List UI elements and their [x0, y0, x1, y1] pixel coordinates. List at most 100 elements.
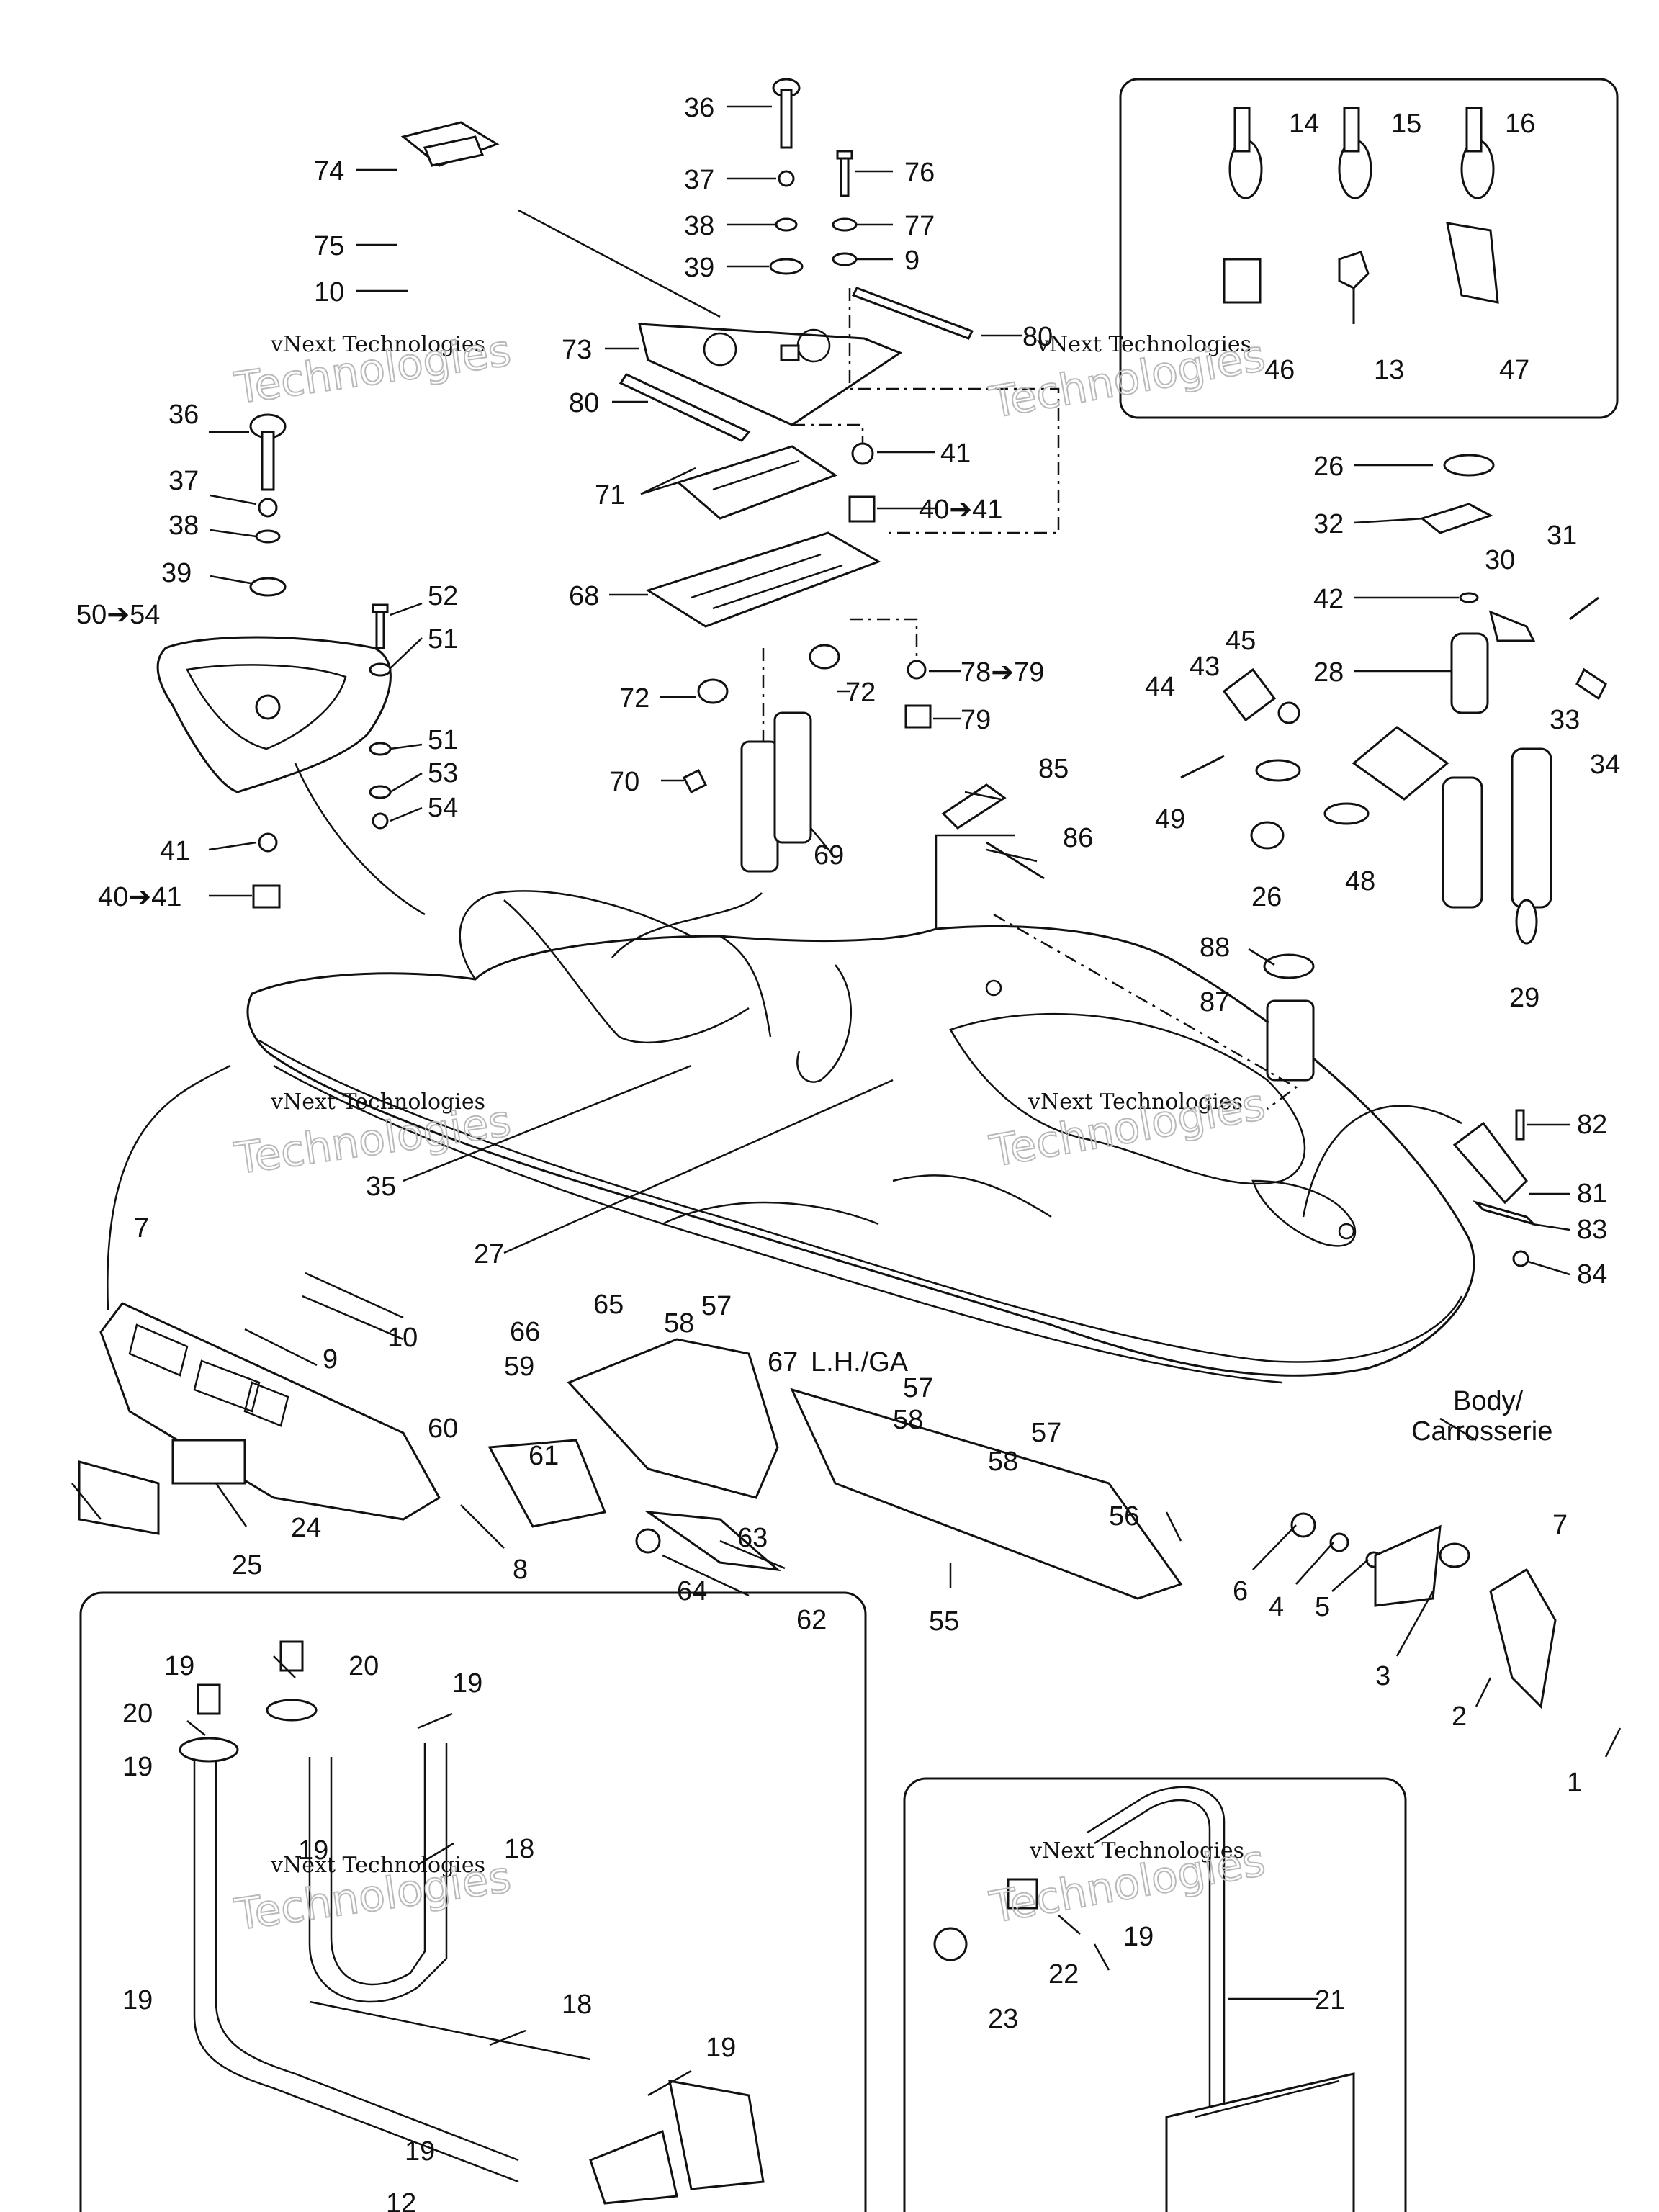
callout: 82	[1577, 1110, 1607, 1140]
callout: 19	[452, 1668, 482, 1699]
callout: 83	[1577, 1215, 1607, 1245]
callout: 24	[291, 1513, 321, 1543]
callout: 47	[1499, 355, 1529, 385]
body-label-line2: Carrosserie	[1411, 1416, 1552, 1447]
callout: 57	[1031, 1418, 1061, 1448]
callout: 19	[122, 1752, 153, 1782]
callout: 18	[504, 1834, 534, 1864]
callout: 6	[1233, 1576, 1248, 1606]
callout: 43	[1190, 652, 1220, 682]
callout: 19	[164, 1651, 194, 1681]
watermark-text: vNext Technologies	[270, 1089, 485, 1115]
callout: 32	[1313, 509, 1344, 539]
battery-vent-tube	[933, 1786, 1355, 2212]
callout: 73	[562, 335, 592, 365]
nut-41-top	[848, 442, 932, 729]
callout: 10	[387, 1323, 418, 1353]
bolt-36-left	[249, 413, 287, 909]
callout: 54	[428, 793, 458, 823]
callout: 38	[168, 511, 199, 541]
watermark-text: vNext Technologies	[270, 1853, 485, 1878]
callout: 72	[845, 678, 876, 708]
callout: 13	[1374, 355, 1404, 385]
callout: 80	[1022, 322, 1053, 352]
callout: 49	[1155, 804, 1185, 835]
callout: 71	[595, 480, 625, 511]
callout: 41	[940, 439, 971, 469]
callout: 9	[323, 1344, 338, 1375]
callout: 81	[1577, 1179, 1607, 1209]
callout: 26	[1251, 882, 1282, 912]
callout: 36	[168, 400, 199, 430]
side-label: L.H./GA	[811, 1347, 909, 1377]
callout: 45	[1226, 626, 1256, 656]
callout: 3	[1375, 1661, 1390, 1691]
callout: 68	[569, 581, 599, 611]
callout: 19	[405, 2136, 435, 2167]
vent-parts	[1180, 454, 1607, 945]
callout: 7	[134, 1213, 149, 1244]
callout: 20	[122, 1699, 153, 1729]
callout: 34	[1590, 750, 1620, 780]
callout: 22	[1048, 1959, 1079, 1990]
callout: 53	[428, 758, 458, 788]
callout: 15	[1391, 109, 1421, 139]
callout-labels: 36 37 38 39 76 77 9 74 75 10 73 80 80 41…	[76, 93, 1620, 2212]
callout: 26	[1313, 451, 1344, 482]
bolt-52	[369, 603, 392, 830]
callout: 58	[893, 1405, 923, 1435]
callout: 69	[814, 840, 844, 871]
tubing-box	[79, 1591, 867, 2212]
callout: 41	[160, 836, 190, 866]
callout: 52	[428, 581, 458, 611]
callout: 19	[122, 1985, 153, 2015]
callout: 46	[1264, 355, 1295, 385]
cable-ties	[1223, 107, 1499, 324]
callout: 28	[1313, 657, 1344, 688]
callout: 23	[988, 2004, 1018, 2034]
callout: 61	[529, 1441, 559, 1471]
callout: 58	[664, 1308, 694, 1339]
callout: 70	[609, 767, 639, 797]
side-panels	[487, 1338, 1183, 1600]
top-latch-74	[400, 121, 500, 167]
callout: 86	[1063, 823, 1093, 853]
seat-bracket-top	[638, 323, 903, 426]
callout: 51	[428, 725, 458, 755]
callout: 20	[349, 1651, 379, 1681]
callout: 9	[904, 246, 920, 276]
handle-pole	[156, 636, 392, 793]
callout: 19	[706, 2033, 736, 2063]
callout: 1	[1567, 1768, 1582, 1798]
callout: 56	[1109, 1501, 1139, 1532]
callout: 64	[677, 1576, 707, 1606]
pump-nozzle	[1290, 1512, 1557, 1709]
callout: 63	[737, 1523, 768, 1553]
callout: 84	[1577, 1259, 1607, 1290]
callout: 4	[1269, 1592, 1284, 1622]
leader-lines	[186, 105, 1622, 2097]
callout: 37	[684, 165, 714, 195]
callout: 19	[1123, 1922, 1154, 1952]
callout: 62	[796, 1605, 827, 1635]
callout: 65	[593, 1290, 624, 1320]
callout: 79	[961, 705, 991, 735]
watermark-text: vNext Technologies	[1028, 1089, 1243, 1115]
seat-latch-plate	[645, 531, 881, 628]
callout: 40➔41	[919, 495, 1002, 525]
callout: 38	[684, 211, 714, 241]
filler-87-88	[1263, 953, 1315, 1082]
callout: 21	[1315, 1985, 1345, 2015]
callout: 60	[428, 1413, 458, 1444]
tubing	[179, 1640, 765, 2205]
callout: 29	[1509, 983, 1539, 1013]
callout: 25	[232, 1550, 262, 1581]
callout: 57	[701, 1291, 732, 1321]
body-label-line1: Body/	[1453, 1386, 1524, 1416]
bolt-36-top	[769, 78, 804, 275]
annotation-text: L.H./GA Body/ Carrosserie	[811, 1347, 1552, 1447]
dash-lines	[762, 288, 1298, 1110]
callout: 87	[1200, 987, 1230, 1017]
boot-69	[682, 644, 840, 873]
